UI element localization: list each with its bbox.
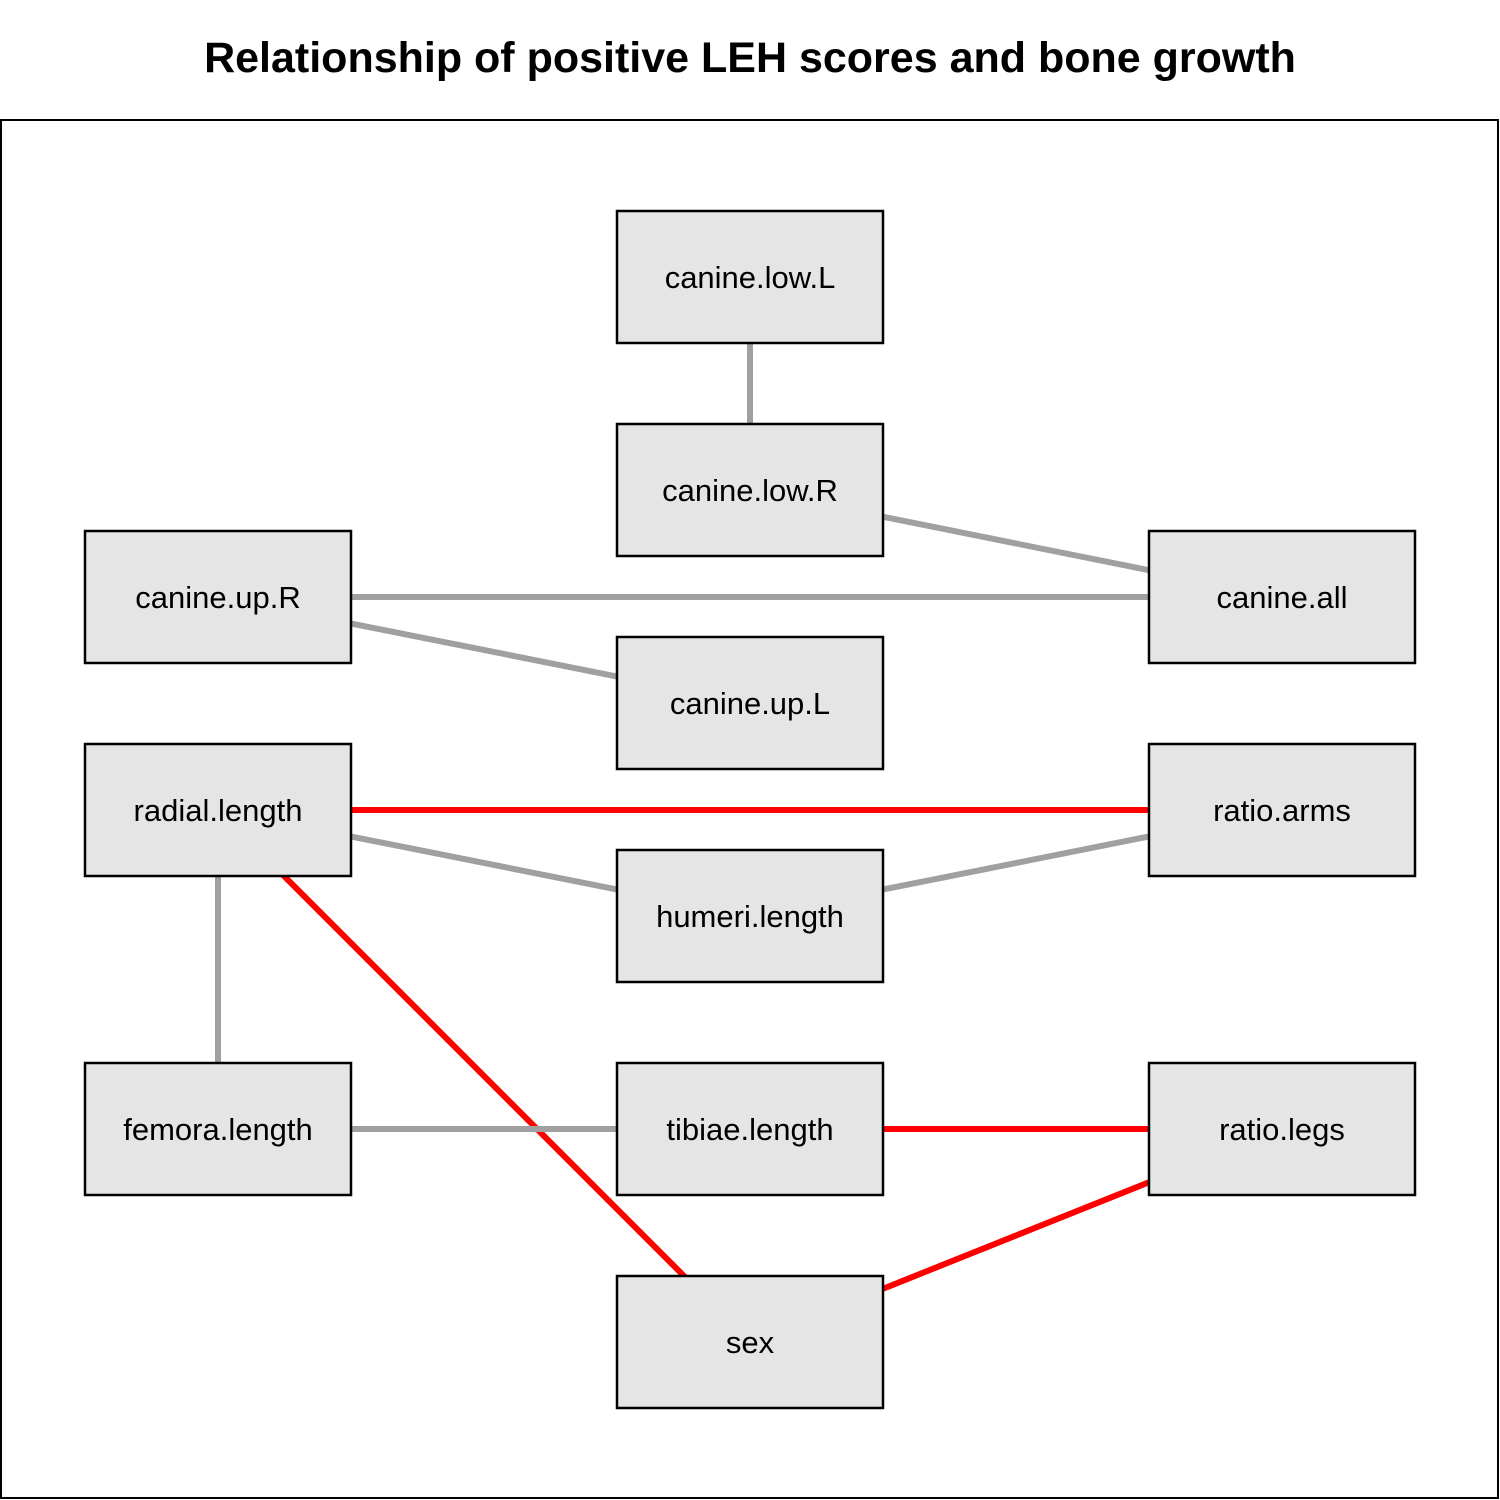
node-label: sex [726,1325,775,1360]
node-canine-low-R: canine.low.R [615,422,885,558]
node-box [615,1274,885,1410]
nodes-layer: canine.low.L canine.low.R canine.up.R canin… [83,209,1417,1410]
edge-radial-length-to-sex [215,807,753,1345]
node-label: canine.low.L [665,260,836,295]
node-humeri-length: humeri.length [615,848,885,984]
node-box [615,635,885,771]
node-tibiae-length: tibiae.length [615,1061,885,1197]
node-box [615,1061,885,1197]
node-box [1147,742,1417,878]
node-label: canine.all [1217,580,1348,615]
node-box [615,848,885,984]
node-sex: sex [615,1274,885,1410]
node-label: canine.low.R [662,473,838,508]
node-radial-length: radial.length [83,742,353,878]
node-femora-length: femora.length [83,1061,353,1197]
diagram-title: Relationship of positive LEH scores and … [204,34,1296,82]
node-box [1147,529,1417,665]
node-canine-all: canine.all [1147,529,1417,665]
node-label: radial.length [134,793,303,828]
plot-frame [0,119,1499,1499]
node-box [83,1061,353,1197]
node-box [1147,1061,1417,1197]
node-box [615,422,885,558]
node-label: ratio.arms [1213,793,1351,828]
node-label: canine.up.R [135,580,300,615]
node-label: ratio.legs [1219,1112,1345,1147]
node-label: humeri.length [656,899,844,934]
node-box [83,742,353,878]
node-canine-low-L: canine.low.L [615,209,885,345]
node-box [83,529,353,665]
node-canine-up-L: canine.up.L [615,635,885,771]
node-label: tibiae.length [666,1112,833,1147]
node-label: canine.up.L [670,686,830,721]
node-box [615,209,885,345]
node-ratio-legs: ratio.legs [1147,1061,1417,1197]
node-label: femora.length [123,1112,313,1147]
node-canine-up-R: canine.up.R [83,529,353,665]
node-ratio-arms: ratio.arms [1147,742,1417,878]
